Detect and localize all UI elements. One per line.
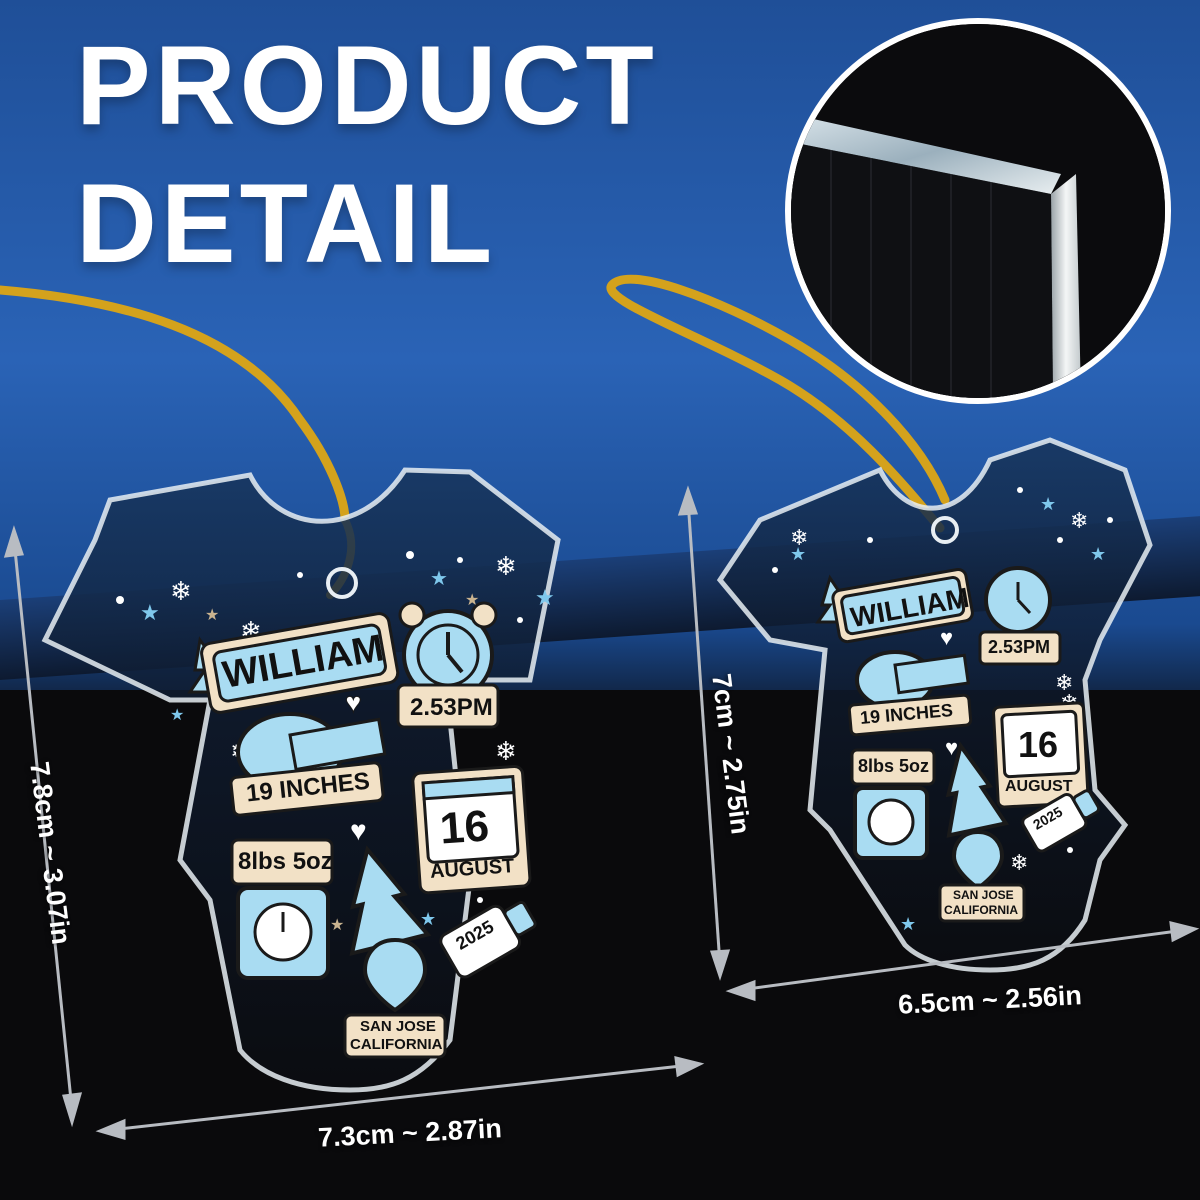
- heading-line-2: DETAIL: [76, 161, 497, 286]
- svg-text:★: ★: [1040, 494, 1056, 514]
- ornament-large-day: 16: [438, 801, 491, 854]
- ornament-small-day: 16: [1018, 724, 1059, 765]
- svg-text:❄: ❄: [495, 736, 517, 766]
- svg-text:★: ★: [330, 917, 344, 934]
- time-plate: [396, 683, 500, 729]
- arrowhead: [677, 485, 699, 516]
- calendar-icon: [411, 764, 532, 895]
- arrowhead: [725, 979, 756, 1002]
- acrylic-edge-illustration: [791, 24, 1165, 398]
- dimension-arrows: [3, 485, 1200, 1140]
- heart-icon-small-2: ♥: [945, 735, 958, 760]
- arrowhead: [62, 1092, 83, 1128]
- svg-text:★: ★: [430, 568, 448, 590]
- christmas-tree-icon-small: [945, 741, 1010, 838]
- scale-icon-small: [853, 786, 929, 860]
- alarm-clock-icon: [398, 601, 498, 701]
- heart-icon-2: ♥: [350, 815, 367, 846]
- svg-text:❄: ❄: [170, 576, 192, 606]
- svg-text:★: ★: [170, 707, 184, 724]
- baby-bottle-icon: [439, 900, 537, 979]
- svg-text:❄: ❄: [1070, 508, 1088, 533]
- ornament-small: ★★★★ ❄❄❄❄❄ ♥ ♥: [716, 437, 1153, 973]
- gold-cord-right: [606, 274, 950, 533]
- height-arrow-large: [12, 539, 74, 1111]
- arrowhead: [3, 525, 25, 558]
- alarm-clock-icon-small: [984, 566, 1052, 634]
- ornament-small-time: 2.53PM: [988, 637, 1051, 657]
- hang-hole: [326, 567, 358, 599]
- heart-icon-small: ♥: [940, 625, 953, 650]
- ornament-small-city: SAN JOSE: [953, 888, 1014, 902]
- arrowhead: [674, 1056, 705, 1078]
- svg-text:★: ★: [205, 607, 219, 624]
- length-plate: [229, 761, 385, 817]
- star-decor-small: ★ ★ ★ ★: [790, 494, 1106, 934]
- calendar-icon-small: [992, 701, 1090, 809]
- svg-text:❄: ❄: [790, 525, 808, 550]
- svg-text:❄: ❄: [1055, 670, 1073, 695]
- weight-plate-small: [850, 748, 936, 786]
- ornament-small-weight: 8lbs 5oz: [858, 756, 930, 776]
- baby-bottle-icon-small: [1021, 789, 1101, 853]
- ornament-large-city: SAN JOSE: [360, 1018, 436, 1035]
- snow-dots-small: [772, 487, 1113, 853]
- ornament-small-state: CALIFORNIA: [944, 903, 1018, 917]
- scale-icon: [236, 886, 330, 980]
- location-plate-small: [938, 883, 1026, 923]
- ornament-large-time: 2.53PM: [410, 694, 493, 721]
- ornament-large-state: CALIFORNIA: [350, 1036, 443, 1053]
- svg-text:★: ★: [1090, 544, 1106, 564]
- hang-hole-small: [931, 516, 959, 544]
- svg-text:★: ★: [140, 600, 160, 625]
- ornament-large: ★★ ★★ ★★ ★★ ★ ❄❄❄ ❄❄❄❄ ♥: [41, 467, 561, 1093]
- location-plate: [343, 1013, 447, 1059]
- edge-closeup: [785, 18, 1171, 404]
- ornament-large-weight: 8lbs 5oz: [238, 848, 333, 875]
- arrowhead: [709, 949, 731, 981]
- arrowhead: [1169, 921, 1200, 943]
- svg-text:★: ★: [790, 544, 806, 564]
- heading-line-1: PRODUCT: [76, 23, 658, 148]
- time-plate-small: [978, 630, 1062, 666]
- location-pin-icon: [362, 937, 428, 1013]
- width-arrow-large: [109, 1063, 691, 1132]
- width-arrow-small: [739, 928, 1186, 992]
- svg-text:★: ★: [420, 909, 436, 929]
- svg-text:★: ★: [535, 585, 555, 610]
- weight-plate: [230, 838, 334, 886]
- svg-text:❄: ❄: [495, 551, 517, 581]
- heart-icon: ♥: [345, 687, 362, 718]
- svg-text:❄: ❄: [1010, 850, 1028, 875]
- name-plate: [200, 612, 400, 714]
- svg-text:★: ★: [900, 914, 916, 934]
- name-plate-small: [831, 567, 974, 644]
- length-plate-small: [847, 693, 973, 737]
- tape-measure-icon-small: [855, 650, 970, 710]
- height-arrow-small: [686, 499, 722, 966]
- arrowhead: [95, 1118, 126, 1140]
- ornament-small-month: AUGUST: [1005, 778, 1073, 795]
- gold-cord-left: [0, 285, 350, 525]
